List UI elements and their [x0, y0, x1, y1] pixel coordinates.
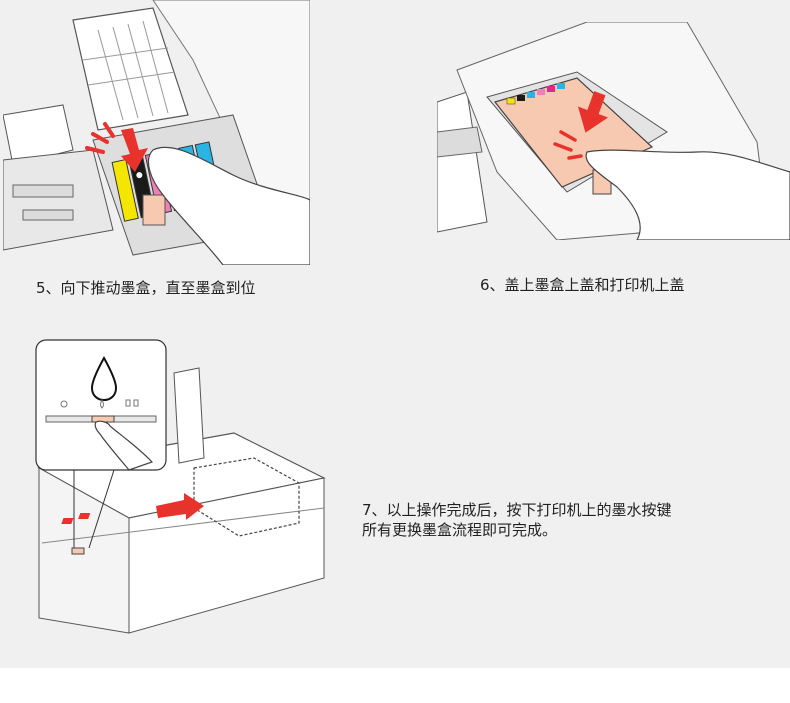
step7-caption-line2: 所有更换墨盒流程即可完成。	[362, 521, 558, 539]
step6-illustration	[437, 22, 790, 240]
step7-illustration	[34, 338, 334, 638]
step6-caption: 6、盖上墨盒上盖和打印机上盖	[480, 276, 685, 294]
step5-illustration	[3, 0, 310, 265]
step7-caption-line1: 7、以上操作完成后，按下打印机上的墨水按键	[362, 501, 672, 519]
step5-caption: 5、向下推动墨盒，直至墨盒到位	[36, 279, 256, 297]
